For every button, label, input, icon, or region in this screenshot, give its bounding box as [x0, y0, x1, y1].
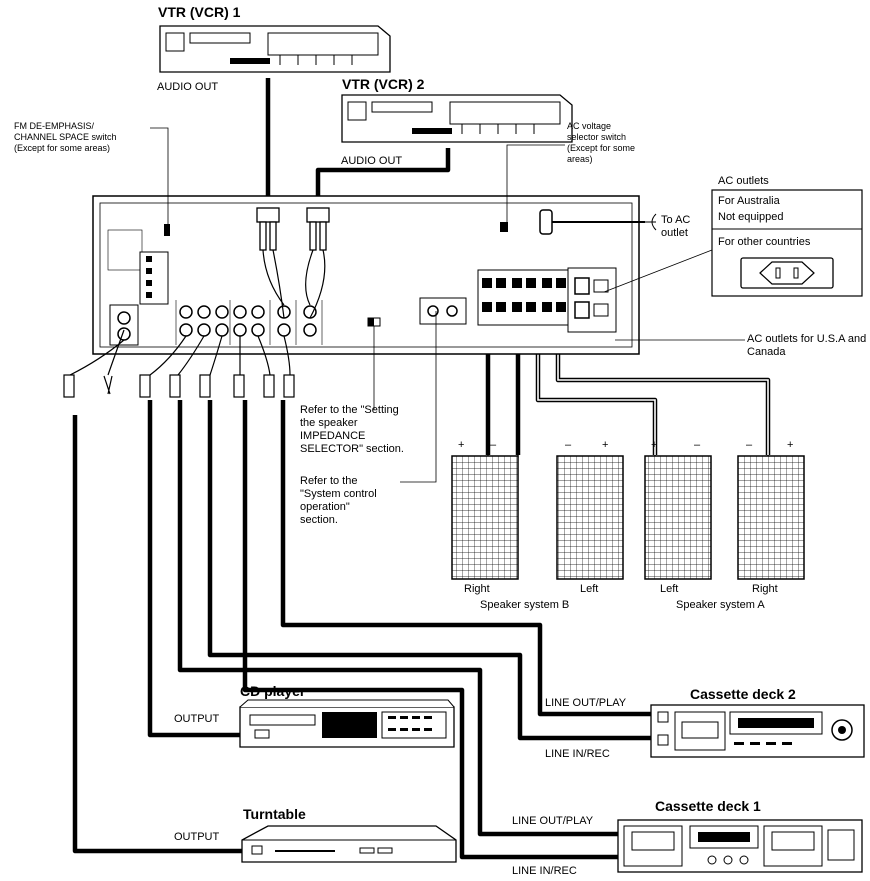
speaker-b-left: [556, 455, 624, 580]
spk-b-right-minus: –: [490, 439, 497, 451]
vcr2-title: VTR (VCR) 2: [342, 76, 425, 92]
speaker-a-left-label: Left: [660, 583, 679, 595]
vcr2-audio-out-label: AUDIO OUT: [341, 155, 403, 167]
cable-deck1-rec: [242, 400, 618, 860]
fm-deemphasis-callout: FM DE-EMPHASIS/ CHANNEL SPACE switch (Ex…: [14, 121, 117, 153]
spk-a-left-minus: –: [694, 439, 701, 451]
deck1-line-in-label: LINE IN/REC: [512, 865, 577, 877]
system-control-leader: [400, 311, 437, 483]
turntable-device: [241, 825, 457, 863]
ac-voltage-callout: AC voltage selector switch (Except for s…: [567, 121, 636, 164]
fm-leader: [150, 127, 169, 224]
ac-outlets-title: AC outlets: [718, 175, 769, 187]
spk-b-left-plus: +: [602, 439, 609, 451]
turntable-title: Turntable: [243, 806, 306, 822]
cable-deck2-play: [280, 400, 651, 717]
cassette-deck2-title: Cassette deck 2: [690, 686, 796, 702]
vcr1-title: VTR (VCR) 1: [158, 4, 241, 20]
ac-outlets-other-countries: For other countries: [718, 236, 811, 248]
speaker-a-right-label: Right: [752, 583, 778, 595]
impedance-selector-callout: Refer to the "Setting the speaker IMPEDA…: [300, 404, 404, 455]
cd-player-device: [239, 699, 455, 748]
cd-player-title: CD player: [240, 683, 306, 699]
speaker-b-right-label: Right: [464, 583, 490, 595]
turntable-output-label: OUTPUT: [174, 831, 220, 843]
to-ac-outlet-label: To AC outlet: [661, 214, 691, 239]
cable-cd: [147, 400, 240, 738]
speaker-system-a-label: Speaker system A: [676, 599, 765, 611]
deck2-line-in-label: LINE IN/REC: [545, 748, 610, 760]
spk-b-left-minus: –: [565, 439, 572, 451]
cable-deck1-play: [177, 400, 618, 837]
cassette-deck1-device: [617, 819, 863, 873]
rca-plugs: [63, 374, 295, 398]
ac-outlets-leader: [603, 249, 713, 293]
speaker-a-right: [737, 455, 805, 580]
system-control-callout: Refer to the "System control operation" …: [300, 475, 377, 526]
cable-deck2-rec: [207, 400, 651, 741]
vcr1-audio-out-label: AUDIO OUT: [157, 81, 219, 93]
deck1-line-out-label: LINE OUT/PLAY: [512, 815, 594, 827]
cd-output-label: OUTPUT: [174, 713, 220, 725]
spk-b-right-plus: +: [458, 439, 465, 451]
cassette-deck2-device: [650, 704, 865, 758]
spk-a-right-plus: +: [787, 439, 794, 451]
speaker-a-left: [644, 455, 712, 580]
deck2-line-out-label: LINE OUT/PLAY: [545, 697, 627, 709]
ac-outlets-not-equipped: Not equipped: [718, 211, 784, 223]
vcr1-device: [159, 25, 391, 73]
vcr2-device: [341, 94, 573, 143]
ac-outlets-usa-label: AC outlets for U.S.A and Canada: [747, 333, 867, 358]
speaker-b-left-label: Left: [580, 583, 599, 595]
cassette-deck1-title: Cassette deck 1: [655, 798, 761, 814]
speaker-b-right: [451, 455, 519, 580]
ac-outlets-australia: For Australia: [718, 195, 780, 207]
speaker-system-b-label: Speaker system B: [480, 599, 570, 611]
cable-vcr2: [315, 148, 451, 210]
spk-a-right-minus: –: [746, 439, 753, 451]
spk-a-left-plus: +: [651, 439, 658, 451]
receiver-rear-panel: [92, 195, 657, 355]
ac-outlets-box: [711, 189, 863, 297]
ac-voltage-leader: [506, 144, 565, 222]
cable-turntable: [72, 415, 242, 854]
